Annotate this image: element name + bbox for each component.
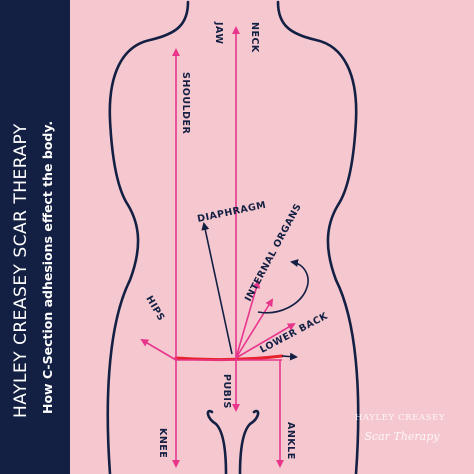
- arrow-internal-organs-2: [235, 298, 274, 359]
- brand-sidebar: HAYLEY CREASEY SCAR THERAPY How C-Sectio…: [0, 0, 70, 474]
- effect-arrows: [140, 26, 296, 468]
- label-lower-back: LOWER BACK: [258, 311, 330, 356]
- label-jaw: JAW: [213, 21, 224, 44]
- arrow-organs-curl: [257, 259, 309, 314]
- label-neck: NECK: [249, 22, 260, 53]
- label-knee: KNEE: [157, 428, 168, 458]
- groin-outline-right: [238, 409, 260, 474]
- watermark-script: Scar Therapy: [364, 430, 440, 443]
- label-internal-organs: INTERNAL ORGANS: [243, 202, 304, 304]
- label-pubis: PUBIS: [221, 374, 232, 409]
- watermark-name: HAYLEY CREASEY: [355, 413, 445, 423]
- body-outline: [106, 0, 360, 474]
- label-diaphragm: DIAPHRAGM: [196, 200, 267, 225]
- arrow-lower-back: [235, 322, 296, 359]
- label-ankle: ANKLE: [285, 422, 296, 460]
- navy-arrows: [201, 222, 309, 361]
- neck-shoulder-left: [106, 0, 190, 474]
- label-hips: HIPS: [143, 294, 166, 323]
- neck-shoulder-right: [276, 0, 360, 474]
- arrow-internal-organs-1: [235, 280, 261, 359]
- groin-outline: [206, 409, 228, 474]
- arrow-diaphragm: [201, 222, 233, 355]
- arrow-hips: [140, 338, 177, 361]
- arrow-lower-back-end: [281, 352, 298, 361]
- label-shoulder: SHOULDER: [180, 72, 191, 135]
- c-section-scar: [174, 354, 284, 362]
